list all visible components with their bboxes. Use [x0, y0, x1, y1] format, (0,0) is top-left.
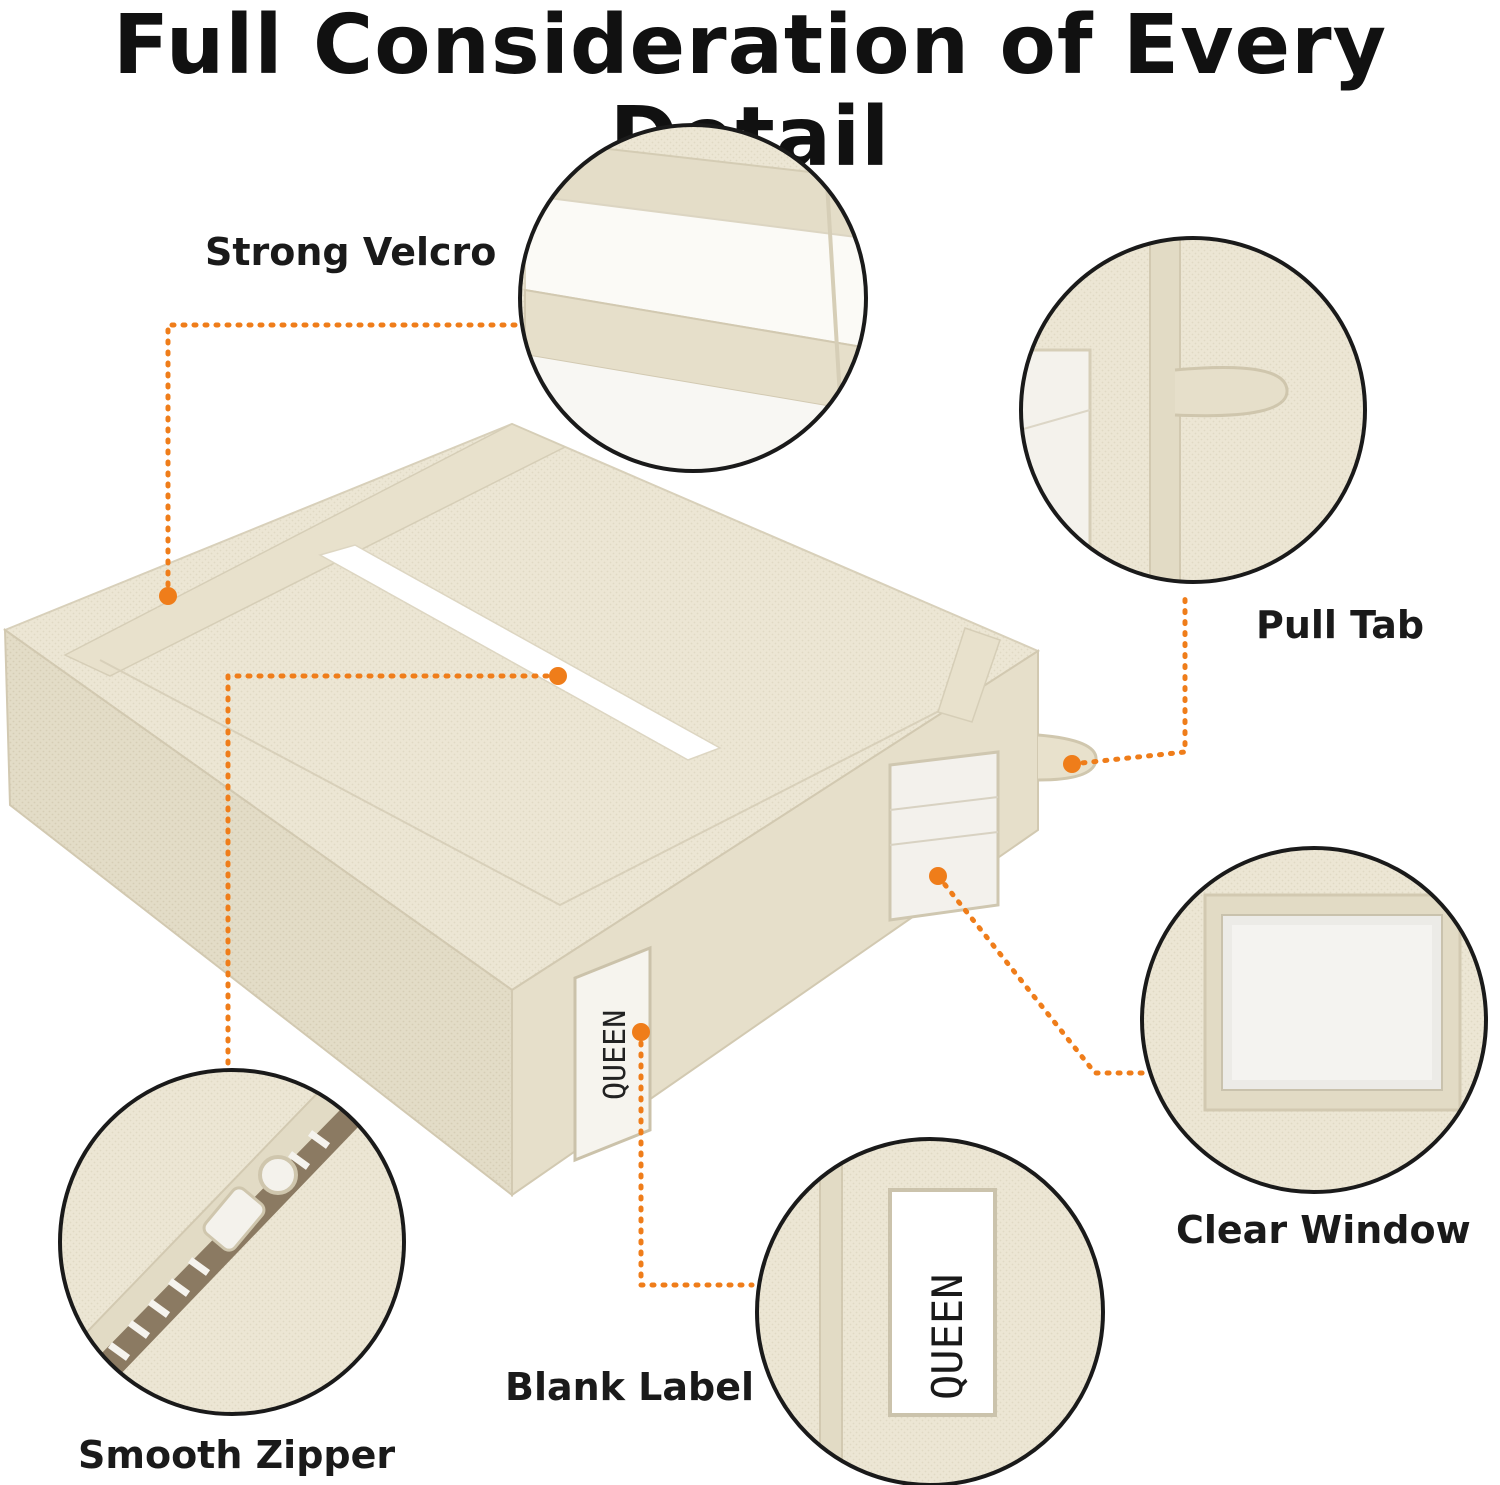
callout-blank-label: Blank Label — [505, 1365, 755, 1409]
callout-pull-tab: Pull Tab — [1256, 603, 1425, 647]
detail-blank-label: QUEEN — [755, 1137, 1105, 1485]
detail-clear-window — [1140, 846, 1488, 1194]
callout-strong-velcro: Strong Velcro — [205, 230, 497, 274]
callout-lines — [165, 322, 1188, 1288]
detail-zipper — [58, 1068, 406, 1416]
callout-dots — [159, 587, 1081, 1041]
detail-pull-tab — [1019, 236, 1367, 584]
detail-label-queen: QUEEN — [923, 1274, 972, 1400]
storage-box: QUEEN — [2, 422, 1098, 1198]
callout-smooth-zipper: Smooth Zipper — [78, 1433, 396, 1477]
detail-velcro — [518, 123, 868, 473]
box-label-queen: QUEEN — [598, 1010, 633, 1100]
callout-clear-window: Clear Window — [1176, 1208, 1471, 1252]
